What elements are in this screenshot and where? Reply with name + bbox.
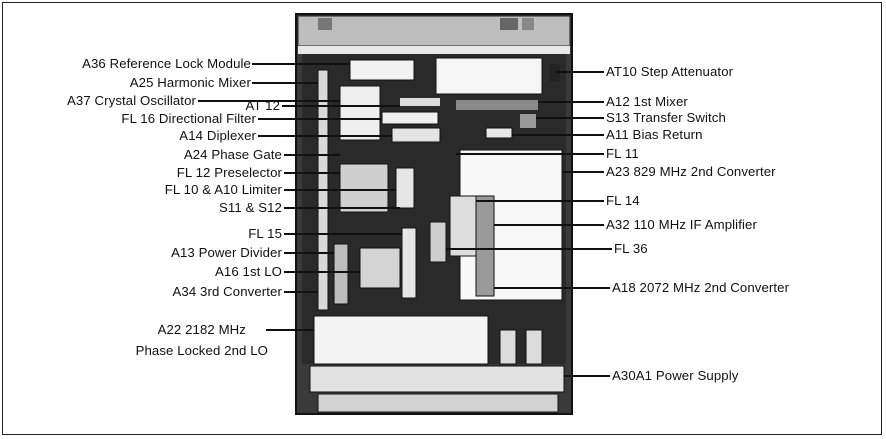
leader-fl12 [284,172,340,174]
first-mixer-bar [456,100,538,110]
label-a24: A24 Phase Gate [183,147,282,162]
phase-locked-lo [313,315,489,365]
label-a13: A13 Power Divider [171,245,282,260]
label-a37: A37 Crystal Oscillator [67,93,196,108]
label-a11: A11 Bias Return [606,127,703,142]
leader-s13 [536,117,604,119]
leader-a18 [494,287,610,289]
label-a14: A14 Diplexer [179,128,256,143]
leader-a30a1 [564,375,610,377]
label-a23: A23 829 MHz 2nd Converter [606,164,776,179]
leader-a23 [562,171,604,173]
label-a12: A12 1st Mixer [606,94,688,109]
leader-a12 [538,101,604,103]
leader-a24 [284,154,340,156]
label-at10: AT10 Step Attenuator [606,64,734,79]
leader-a13 [284,252,334,254]
fl14-filter [449,195,477,257]
leader-fl11 [456,153,604,155]
label-fl14: FL 14 [606,193,640,208]
power-divider [333,243,349,305]
leader-a22 [266,329,314,331]
leader-a11 [512,134,604,136]
label-a36: A36 Reference Lock Module [82,56,251,71]
leader-a36 [252,63,350,65]
leader-s11 [284,207,400,209]
directional-filter [381,111,439,125]
front-panel-knob [318,18,332,30]
step-attenuator [435,57,543,95]
preselector [339,163,389,213]
label-a32: A32 110 MHz IF Amplifier [606,217,757,232]
label-a22: A22 2182 MHz [157,322,246,337]
fl36-filter [429,221,447,263]
power-supply [309,365,565,393]
limiter [395,167,415,209]
label-a22-sub: Phase Locked 2nd LO [135,343,268,358]
bias-return [485,127,513,139]
leader-fl10 [284,189,396,191]
label-fl16: FL 16 Directional Filter [121,111,256,126]
leader-fl36 [446,248,612,250]
figure-border [2,2,882,435]
diplexer [391,127,441,143]
label-at12: AT 12 [245,98,280,113]
label-fl11: FL 11 [606,146,639,161]
leader-a14 [258,135,392,137]
step-attenuator-knob [550,64,560,82]
leader-a32 [494,224,604,226]
label-fl36: FL 36 [614,241,648,256]
label-fl12: FL 12 Preselector [176,165,282,180]
first-lo [359,247,401,289]
power-supply-base [317,393,559,413]
leader-a34 [284,291,318,293]
label-s11: S11 & S12 [219,200,282,215]
label-fl10: FL 10 & A10 Limiter [164,182,282,197]
label-a16: A16 1st LO [215,264,282,279]
label-s13: S13 Transfer Switch [606,110,726,125]
top-rail [298,46,570,54]
fl15-filter [401,227,417,299]
label-fl15: FL 15 [248,226,282,241]
label-a30a1: A30A1 Power Supply [612,368,739,383]
label-a25: A25 Harmonic Mixer [129,75,251,90]
leader-fl15 [284,233,402,235]
front-panel-connector [500,18,518,30]
connector-block [525,329,543,365]
leader-a25 [252,82,318,84]
label-a18: A18 2072 MHz 2nd Converter [612,280,790,295]
at12-block [400,98,440,106]
leader-at12 [282,105,400,107]
if-amplifier [475,195,495,297]
reference-lock-module [349,59,415,81]
crystal-oscillator [339,85,381,141]
transfer-switch [520,114,536,128]
connector-block [499,329,517,365]
leader-a37 [198,100,340,102]
leader-at10 [556,71,604,73]
leader-fl14 [476,200,604,202]
leader-a16 [284,271,360,273]
leader-fl16 [258,118,382,120]
label-a34: A34 3rd Converter [172,284,282,299]
front-panel-connector [522,18,534,30]
